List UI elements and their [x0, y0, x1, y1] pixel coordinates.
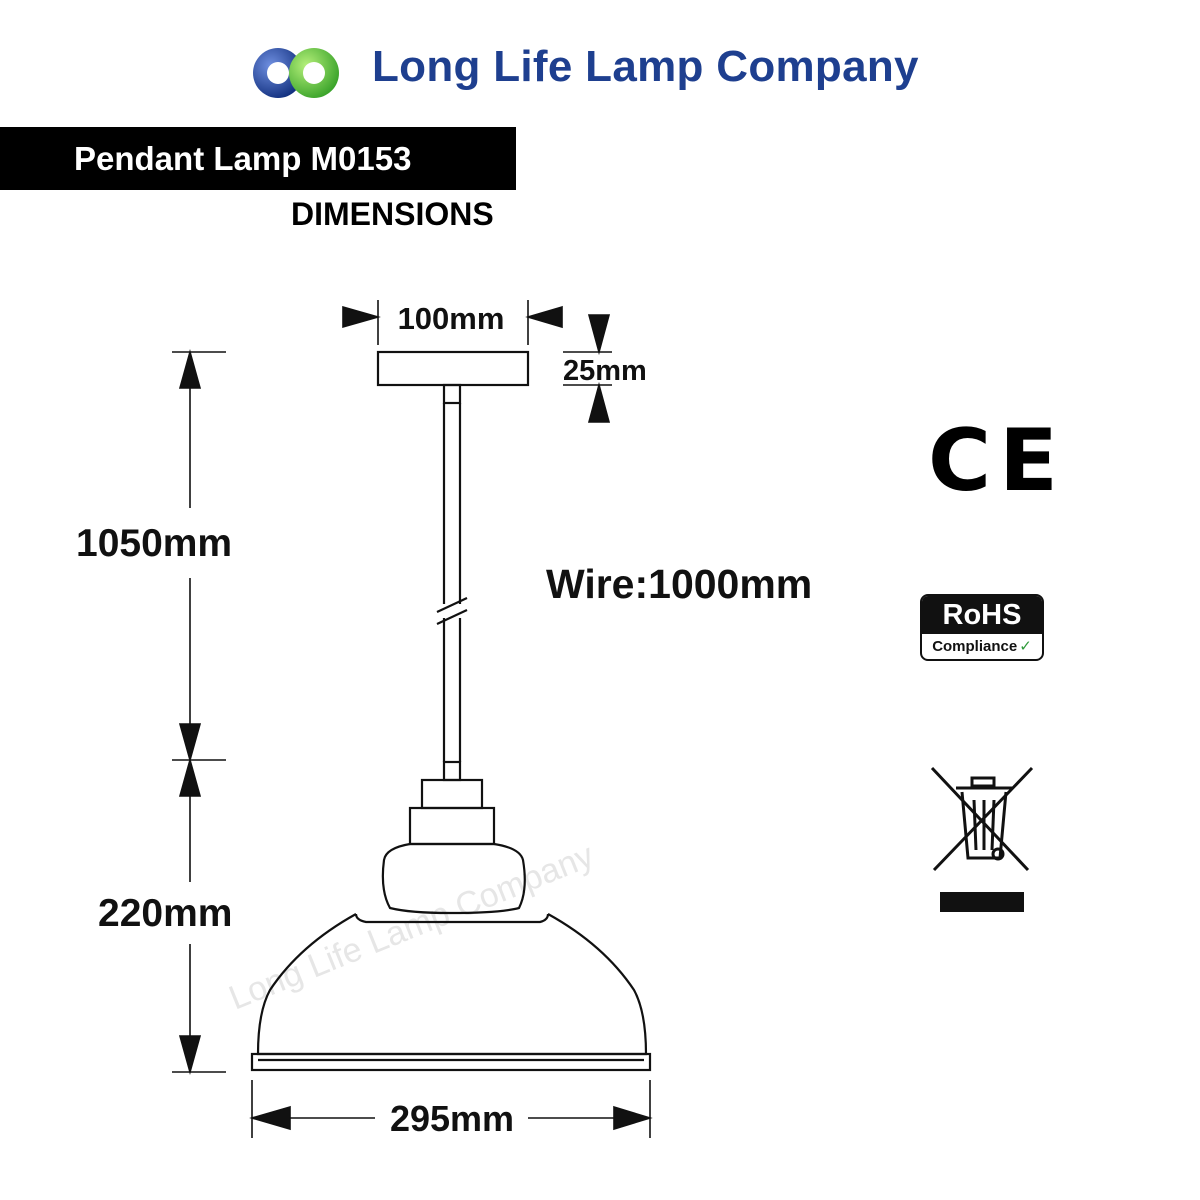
arrow-canopy-height-top: [587, 314, 611, 356]
arrow-canopy-right: [525, 305, 563, 329]
shade-collar: [354, 913, 550, 924]
arrow-canopy-left: [342, 305, 381, 329]
arrow-drop-top: [178, 349, 202, 389]
rohs-subline: Compliance ✓: [922, 634, 1042, 658]
canopy-clamp: [442, 383, 462, 405]
arrow-canopy-height-bottom: [587, 381, 611, 423]
canopy-height-label: 25mm: [563, 355, 647, 387]
brand-logo-icon: [253, 48, 339, 98]
shade-rim: [250, 1052, 652, 1072]
arrow-width-left: [249, 1105, 291, 1131]
page-title: Pendant Lamp M0153: [74, 140, 412, 177]
section-subtitle: DIMENSIONS: [291, 196, 494, 232]
arrow-drop-bottom: [178, 723, 202, 763]
wire-break-mark-2: [436, 609, 468, 625]
brand-name: Long Life Lamp Company: [372, 42, 919, 91]
canopy: [376, 350, 530, 387]
watermark-text: Long Life Lamp Company: [224, 836, 599, 1017]
weee-bin-icon: [930, 766, 1034, 912]
title-bar: [0, 127, 516, 190]
shade-clamp: [442, 760, 462, 782]
socket-cap: [420, 778, 484, 810]
wire-length-label: Wire:1000mm: [546, 561, 812, 607]
arrow-width-right: [613, 1105, 653, 1131]
ce-mark: CE: [928, 411, 1066, 511]
socket-body: [408, 806, 496, 846]
canopy-width-label: 100mm: [398, 301, 505, 336]
rohs-title: RoHS: [922, 596, 1042, 634]
rohs-compliance-label: Compliance: [932, 637, 1018, 655]
shade-height-label: 220mm: [98, 892, 232, 935]
shade-width-label: 295mm: [390, 1098, 514, 1139]
arrow-shade-bottom: [178, 1035, 202, 1075]
wire-break-mark: [436, 597, 468, 613]
rohs-badge: RoHS Compliance ✓: [920, 594, 1044, 661]
drop-length-label: 1050mm: [76, 522, 232, 565]
check-icon: ✓: [1019, 638, 1032, 655]
arrow-shade-top: [178, 757, 202, 797]
shade-neck: [381, 842, 526, 915]
